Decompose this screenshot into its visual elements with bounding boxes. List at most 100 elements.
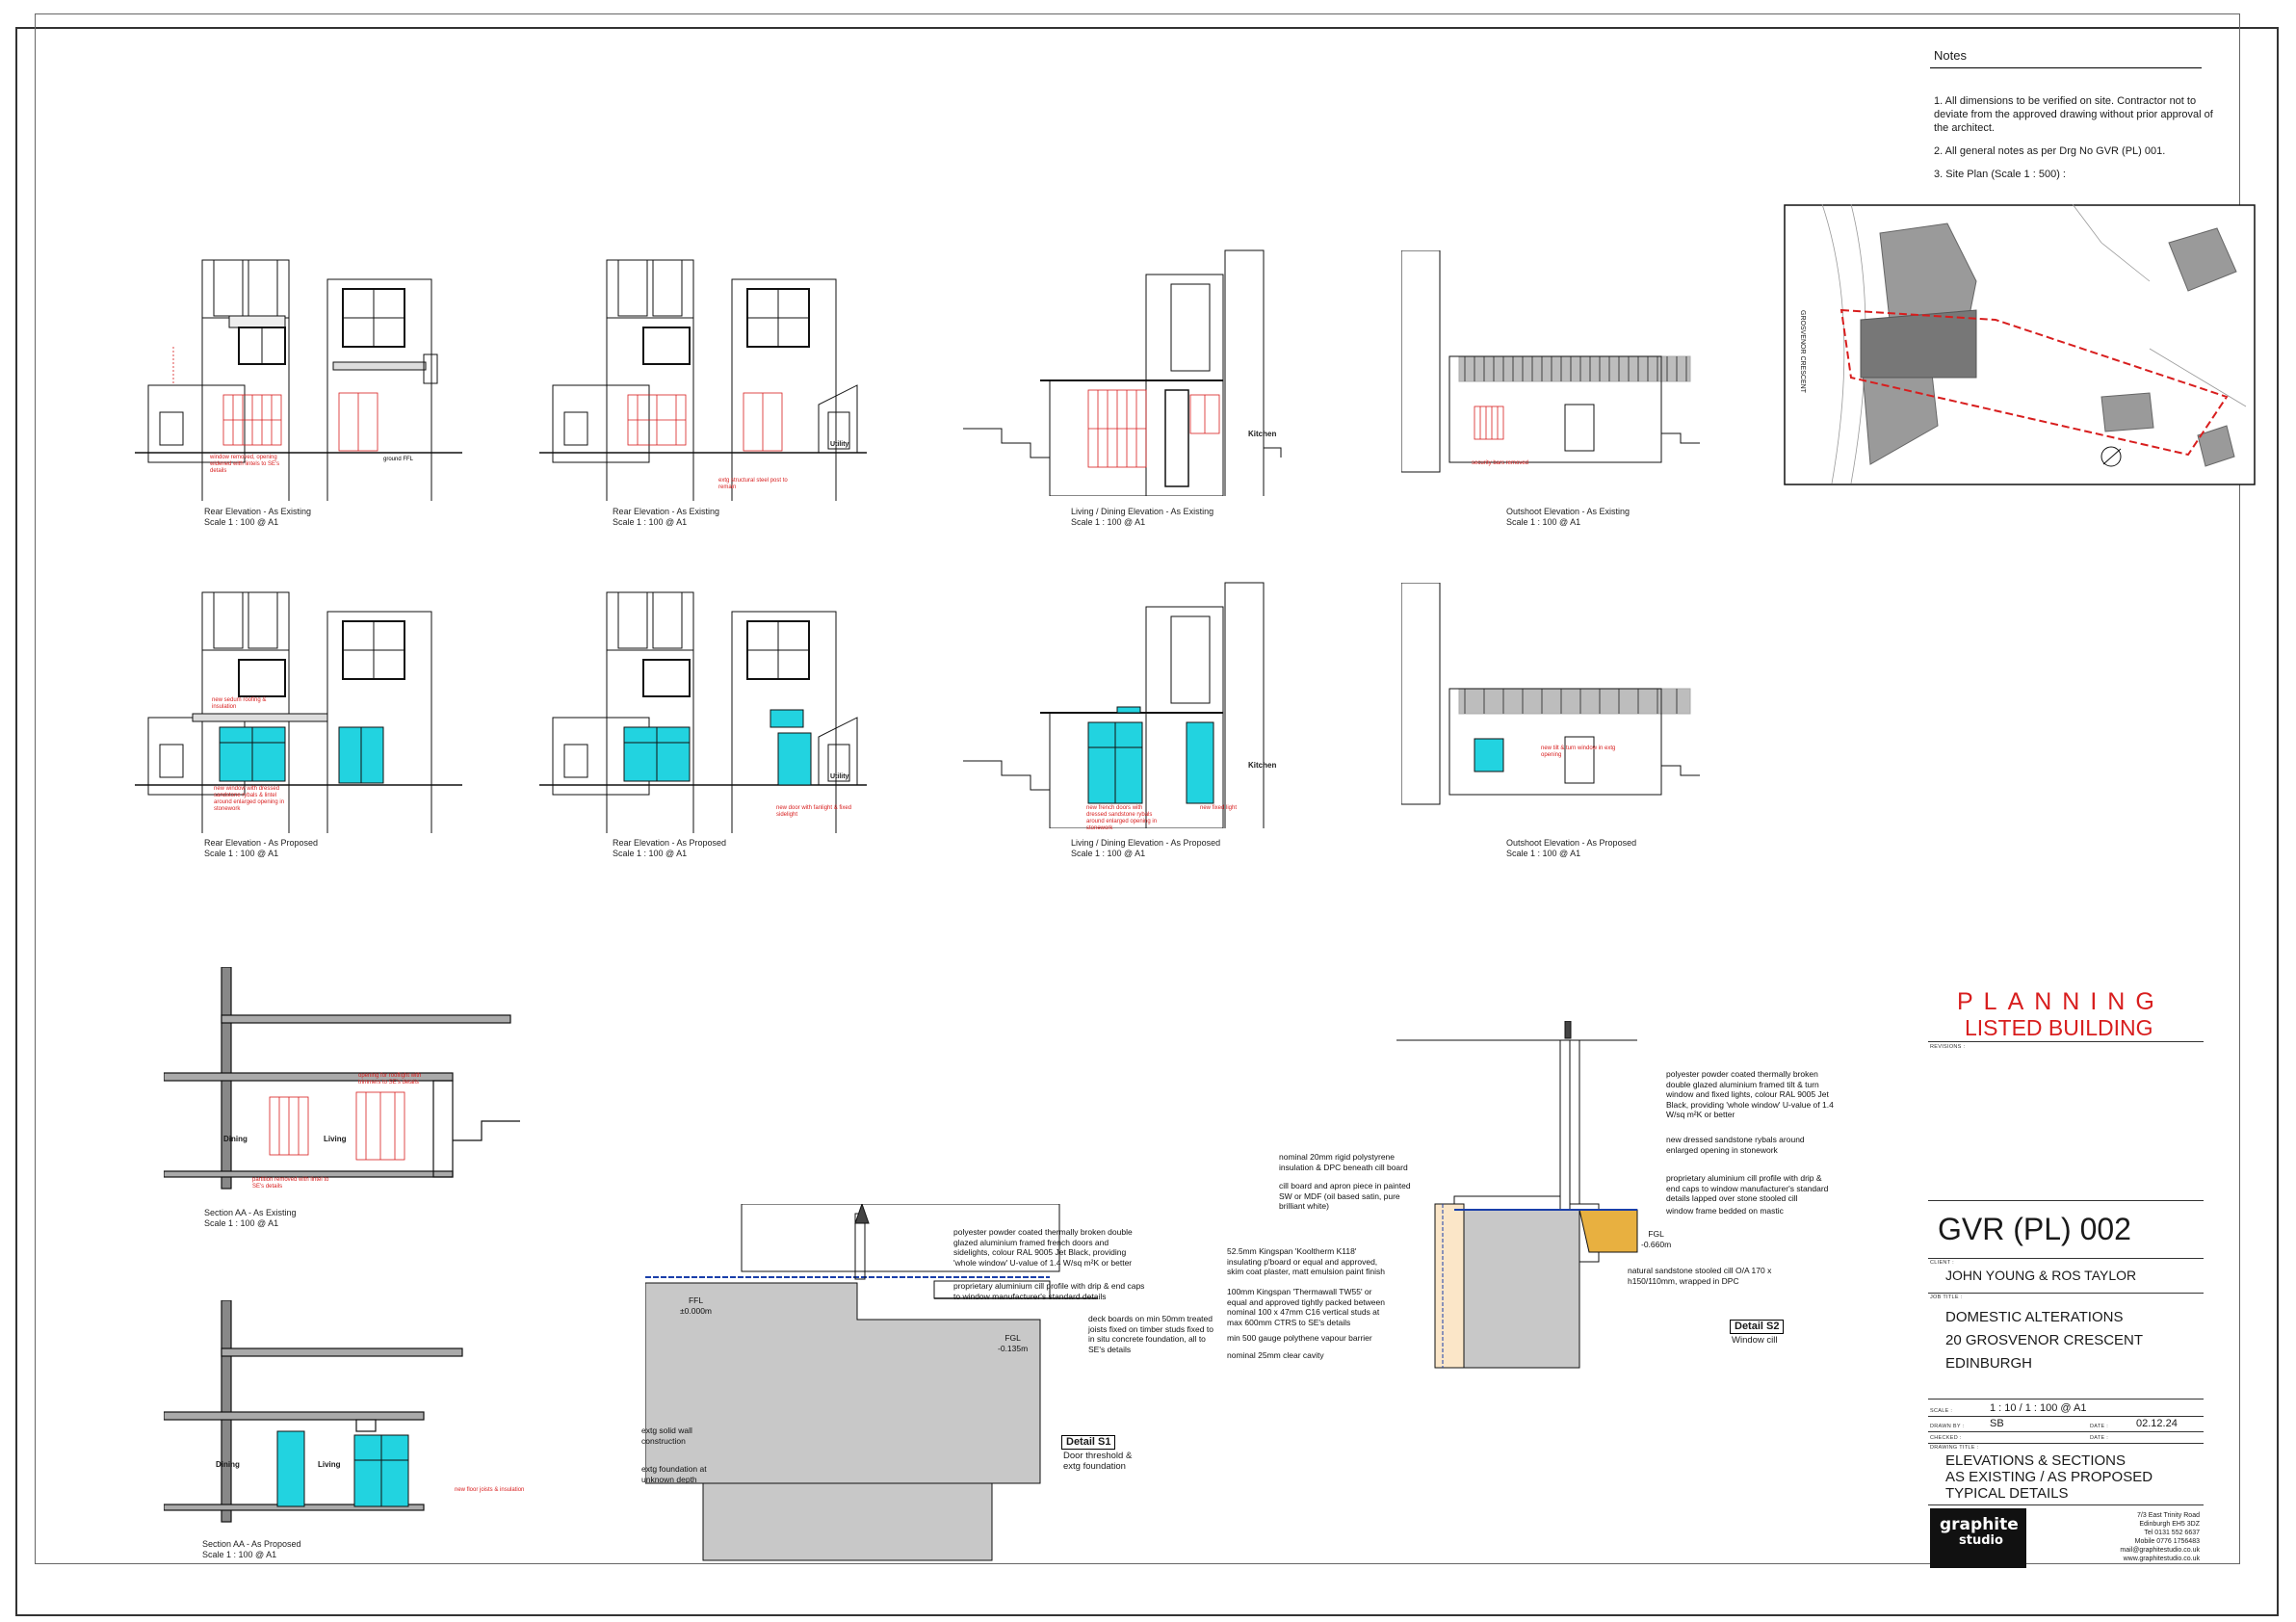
detail-s2-drawing bbox=[1396, 1021, 1638, 1369]
s1-note-cill-profile: proprietary aluminium cill profile with … bbox=[953, 1281, 1145, 1301]
s1-note-foundation: extg foundation at unknown depth bbox=[641, 1464, 707, 1484]
address-mobile: Mobile 0776 1756483 bbox=[2134, 1538, 2200, 1545]
job-line-2: 20 GROSVENOR CRESCENT bbox=[1945, 1332, 2144, 1348]
address-line-1: 7/3 East Trinity Road bbox=[2137, 1512, 2200, 1519]
drawing-sheet-frame bbox=[35, 13, 2240, 1564]
dining-label-existing: Dining bbox=[223, 1135, 248, 1143]
living-label-proposed: Living bbox=[318, 1460, 341, 1469]
drawn-rule bbox=[1928, 1431, 2204, 1432]
site-plan-street-label: GROSVENOR CRESCENT bbox=[1799, 310, 1806, 394]
living-dining-elevation-existing-drawing bbox=[963, 249, 1282, 496]
kitchen-label-existing: Kitchen bbox=[1248, 430, 1277, 438]
revisions-label: REVISIONS : bbox=[1930, 1044, 1966, 1050]
s2-note-tilt-turn: polyester powder coated thermally broken… bbox=[1666, 1069, 1834, 1119]
svg-text:ground FFL: ground FFL bbox=[383, 457, 414, 462]
detail-s1-title: Detail S1 bbox=[1061, 1435, 1116, 1450]
rear-elevation-existing-drawing: ground FFL bbox=[135, 259, 462, 501]
s2-note-kooltherm: 52.5mm Kingspan 'Kooltherm K118' insulat… bbox=[1227, 1246, 1385, 1276]
date2-label: DATE : bbox=[2090, 1435, 2109, 1441]
s2-note-thermawall: 100mm Kingspan 'Thermawall TW55' or equa… bbox=[1227, 1287, 1385, 1327]
address-web: www.graphitestudio.co.uk bbox=[2123, 1556, 2200, 1562]
job-line-1: DOMESTIC ALTERATIONS bbox=[1945, 1309, 2124, 1325]
s2-note-vapour: min 500 gauge polythene vapour barrier bbox=[1227, 1333, 1372, 1343]
drawing-title-line-1: ELEVATIONS & SECTIONS bbox=[1945, 1452, 2126, 1469]
living-label-existing: Living bbox=[324, 1135, 347, 1143]
scale-label: SCALE : bbox=[1930, 1408, 1953, 1414]
notes-list: 1. All dimensions to be verified on site… bbox=[1934, 94, 2213, 191]
note-item-2: 2. All general notes as per Drg No GVR (… bbox=[1934, 145, 2166, 157]
note-new-sedum-roofing: new sedum roofing & insulation bbox=[212, 697, 267, 710]
client-label: CLIENT : bbox=[1930, 1260, 1954, 1266]
drawn-by-label: DRAWN BY : bbox=[1930, 1424, 1965, 1429]
s2-note-cavity: nominal 25mm clear cavity bbox=[1227, 1350, 1324, 1360]
drawing-number-rule bbox=[1928, 1200, 2204, 1201]
fgl-label-s1: FGL-0.135m bbox=[998, 1333, 1029, 1353]
utility-label-existing: Utility bbox=[830, 441, 849, 448]
detail-s1-drawing bbox=[645, 1204, 1098, 1561]
note-steel-post-existing: extg structural steel post to remain bbox=[718, 478, 788, 490]
section-aa-existing-drawing bbox=[164, 967, 520, 1190]
drawing-title-line-3: TYPICAL DETAILS bbox=[1945, 1485, 2069, 1502]
s2-note-mastic: window frame bedded on mastic bbox=[1666, 1206, 1784, 1216]
rear-elevation-existing-b-drawing bbox=[539, 259, 867, 501]
living-dining-elevation-proposed-drawing bbox=[963, 582, 1265, 828]
logo-word-2: studio bbox=[1959, 1533, 2003, 1548]
drawing-title-line-2: AS EXISTING / AS PROPOSED bbox=[1945, 1469, 2153, 1485]
s2-note-cill-board: cill board and apron piece in painted SW… bbox=[1279, 1181, 1411, 1211]
rear-elevation-proposed-b-drawing bbox=[539, 591, 867, 833]
logo-rule bbox=[1928, 1504, 2204, 1505]
date-label: DATE : bbox=[2090, 1424, 2109, 1429]
notes-heading: Notes bbox=[1934, 48, 1967, 63]
s1-note-french-doors: polyester powder coated thermally broken… bbox=[953, 1227, 1133, 1268]
detail-s2-title: Detail S2 bbox=[1730, 1320, 1785, 1334]
practice-address: 7/3 East Trinity Road Edinburgh EH5 3DZ … bbox=[2080, 1511, 2200, 1563]
checked-label: CHECKED : bbox=[1930, 1435, 1962, 1441]
note-opening-rooflight: opening for rooflight with trimmers to S… bbox=[358, 1073, 422, 1086]
detail-s1-subtitle: Door threshold & extg foundation bbox=[1063, 1451, 1133, 1472]
dining-label-proposed: Dining bbox=[216, 1460, 240, 1469]
drawing-title: ELEVATIONS & SECTIONS AS EXISTING / AS P… bbox=[1945, 1452, 2152, 1502]
drawn-by-value: SB bbox=[1990, 1418, 2004, 1429]
s2-note-cill-profile: proprietary aluminium cill profile with … bbox=[1666, 1173, 1829, 1203]
date-value: 02.12.24 bbox=[2136, 1418, 2178, 1429]
job-line-3: EDINBURGH bbox=[1945, 1355, 2033, 1372]
job-rule bbox=[1928, 1293, 2204, 1294]
client-rule bbox=[1928, 1258, 2204, 1259]
listed-building-stamp: LISTED BUILDING bbox=[1965, 1015, 2153, 1040]
outshoot-elevation-proposed-drawing bbox=[1401, 583, 1700, 805]
detail-s2-subtitle: Window cill bbox=[1732, 1335, 1778, 1346]
rear-elevation-proposed-drawing bbox=[135, 591, 462, 833]
note-new-floor-joists: new floor joists & insulation bbox=[455, 1487, 525, 1493]
note-new-tilt-turn: new tilt & turn window in extg opening bbox=[1541, 746, 1616, 758]
scale-value: 1 : 10 / 1 : 100 @ A1 bbox=[1990, 1402, 2087, 1414]
checked-rule bbox=[1928, 1443, 2204, 1444]
note-new-french-doors: new french doors with dressed sandstone … bbox=[1086, 805, 1158, 831]
s2-note-rybals: new dressed sandstone rybals around enla… bbox=[1666, 1135, 1805, 1155]
scale-rule-top bbox=[1928, 1399, 2204, 1400]
note-partition-removed: partition removed with lintel to SE's de… bbox=[252, 1177, 329, 1190]
job-title-label: JOB TITLE : bbox=[1930, 1295, 1963, 1300]
graphite-studio-logo: graphite studio bbox=[1930, 1508, 2026, 1568]
outshoot-elevation-existing-drawing bbox=[1401, 250, 1700, 473]
note-new-fixed-light: new fixed light bbox=[1200, 805, 1238, 811]
drawing-sheet-border bbox=[15, 27, 2279, 1616]
notes-rule bbox=[1930, 67, 2202, 68]
address-tel: Tel 0131 552 6637 bbox=[2144, 1530, 2200, 1536]
note-window-removed: window removed, opening widened with lin… bbox=[210, 455, 280, 474]
utility-label-proposed: Utility bbox=[830, 773, 849, 780]
drawing-title-label: DRAWING TITLE : bbox=[1930, 1445, 1979, 1451]
planning-stamp: PLANNING bbox=[1957, 988, 2165, 1015]
client-name: JOHN YOUNG & ROS TAYLOR bbox=[1945, 1268, 2137, 1283]
s1-note-solid-wall: extg solid wall construction bbox=[641, 1426, 692, 1446]
site-plan: GROSVENOR CRESCENT bbox=[1784, 204, 2256, 485]
ffl-label-s1: FFL±0.000m bbox=[680, 1295, 713, 1316]
note-item-1: 1. All dimensions to be verified on site… bbox=[1934, 95, 2213, 134]
